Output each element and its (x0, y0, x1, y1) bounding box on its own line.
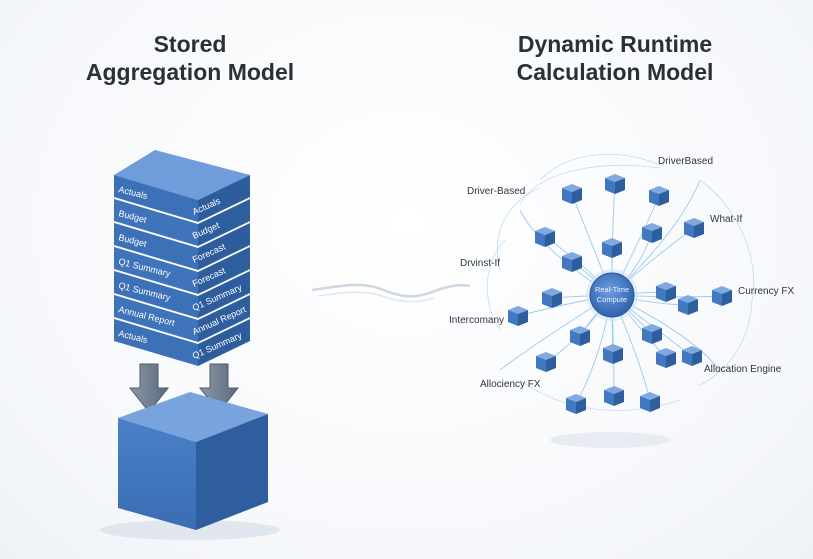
network-node (605, 174, 625, 194)
network-node (536, 352, 556, 372)
label-what-if: What-If (710, 214, 742, 225)
label-driver-based: Driver-Based (467, 186, 525, 197)
network-node (684, 218, 704, 238)
network-node (712, 286, 732, 306)
stack-layer-front (114, 223, 198, 270)
stack-top-face (114, 150, 250, 200)
network-node (642, 324, 662, 344)
network-node (602, 238, 622, 258)
label-allocation-engine: Allocation Engine (704, 364, 782, 375)
stack-layer-front (114, 271, 198, 318)
stored-stack: Actuals Actuals Budget Budget Budget For… (114, 150, 250, 366)
dynamic-model-title-line1: Dynamic Runtime (517, 31, 713, 57)
network-node (656, 282, 676, 302)
network-node (682, 346, 702, 366)
stack-layer-side (198, 199, 250, 246)
network-node (656, 348, 676, 368)
transition-wave (311, 283, 471, 303)
network-node (542, 288, 562, 308)
aggregated-cube-side (196, 414, 268, 530)
stack-layer-front (114, 247, 198, 294)
stack-layer-side (198, 223, 250, 270)
network-node (562, 252, 582, 272)
stack-layer: Q1 Summary Forecast (114, 247, 250, 294)
stack-layer: Actuals Actuals (114, 150, 250, 222)
label-currency-fx: Currency FX (738, 286, 794, 297)
network-node (508, 306, 528, 326)
hub-label-line1: Real-Time (595, 285, 629, 294)
real-time-compute-hub: Real-Time Compute (586, 269, 638, 321)
aggregated-cube-front (118, 418, 196, 530)
aggregated-cube (100, 392, 280, 540)
stack-layer-side (198, 271, 250, 318)
stack-layer-front (114, 199, 198, 246)
network-node (649, 186, 669, 206)
dynamic-model-title-line2: Calculation Model (516, 59, 714, 85)
stack-layer-side (198, 295, 250, 342)
down-arrow-icon (128, 363, 170, 413)
runtime-network: Real-Time Compute DriverBased Driver-Bas… (449, 153, 794, 448)
aggregated-cube-top (118, 392, 268, 442)
label-driverbased: DriverBased (658, 156, 713, 167)
label-drvinst-if: Drvinst-If (460, 258, 500, 269)
network-node (642, 223, 662, 243)
hub-label-line2: Compute (597, 295, 627, 304)
stored-model-title: Stored Aggregation Model (40, 30, 340, 86)
network-node (604, 386, 624, 406)
stored-model-title-line1: Stored (153, 31, 227, 57)
stack-layer-side (198, 319, 250, 366)
stack-layer-front (114, 295, 198, 342)
dynamic-model-title: Dynamic Runtime Calculation Model (455, 30, 775, 86)
network-node (562, 184, 582, 204)
label-allociency-fx: Allociency FX (480, 379, 541, 390)
stack-layer: Budget Forecast (114, 223, 250, 270)
network-node (603, 344, 623, 364)
stack-layer: Budget Budget (114, 199, 250, 246)
stored-model-title-line2: Aggregation Model (85, 59, 295, 85)
network-node (678, 295, 698, 315)
network-node (535, 227, 555, 247)
network-node (640, 392, 660, 412)
network-node (570, 326, 590, 346)
stack-layer: Actuals Q1 Summary (114, 319, 250, 366)
stack-layer-front (114, 319, 198, 366)
stack-layer-side (198, 175, 250, 222)
label-intercomany: Intercomany (449, 315, 504, 326)
stack-layer-side (198, 247, 250, 294)
network-node (566, 394, 586, 414)
stack-layer-front (114, 175, 198, 222)
